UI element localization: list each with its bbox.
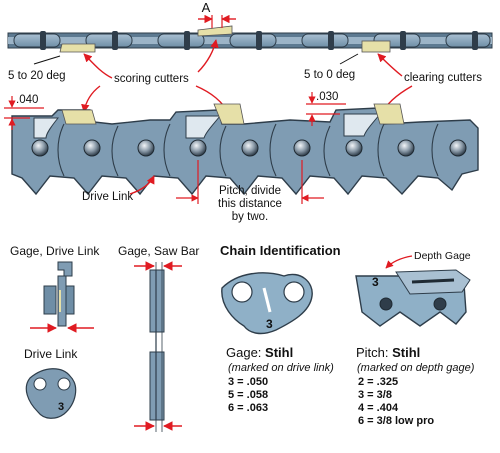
id-cutter-number: 3 — [372, 275, 379, 289]
gage-saw-bar-figure — [134, 261, 182, 432]
id-cutter-figure — [355, 269, 471, 327]
drive-link-small-figure — [25, 368, 77, 419]
drive-link-small-number: 3 — [58, 401, 64, 413]
depth-gage-leader — [385, 255, 413, 269]
clearing-cutters-label: clearing cutters — [404, 72, 482, 84]
pitch-brand: Stihl — [392, 345, 420, 360]
id-drive-link-number: 3 — [266, 317, 273, 331]
chain-identification-title: Chain Identification — [220, 243, 341, 258]
pitch-label-line2: this distance — [218, 198, 282, 210]
chain-side-link-seams — [57, 123, 439, 177]
chain-top-links — [13, 33, 491, 48]
top-scoring-cutter-left — [59, 43, 96, 53]
side-cutter-gullet-left — [33, 117, 60, 139]
gage-note: (marked on drive link) — [228, 362, 334, 374]
gage-heading: Gage: Stihl — [226, 345, 293, 360]
gage-heading-prefix: Gage: — [226, 345, 265, 360]
side-scoring-cutter-mid — [213, 103, 245, 125]
gage-drive-link-figure — [30, 261, 94, 333]
chain-side-view — [11, 103, 479, 196]
depth-right-label: .030 — [316, 91, 338, 103]
pitch-heading-prefix: Pitch: — [356, 345, 392, 360]
depth-left-label: .040 — [16, 94, 38, 106]
dimension-a-label: A — [202, 0, 211, 15]
drive-link-leader — [129, 175, 155, 195]
pitch-row-1: 2 = .325 — [358, 376, 398, 388]
top-clearing-cutter — [361, 40, 391, 53]
gage-row-1: 3 = .050 — [228, 376, 268, 388]
gage-row-2: 5 = .058 — [228, 389, 268, 401]
pitch-label-line1: Pitch, divide — [219, 185, 281, 197]
pitch-note: (marked on depth gage) — [357, 362, 475, 374]
depth-marker-right — [306, 92, 346, 126]
depth-marker-left — [4, 96, 44, 130]
angle-right-line — [339, 53, 359, 65]
top-scoring-cutter-mid — [197, 25, 233, 37]
gage-saw-bar-title: Gage, Saw Bar — [118, 244, 199, 258]
pitch-row-3: 4 = .404 — [358, 402, 399, 414]
angle-left-line — [33, 55, 61, 65]
side-clearing-cutter — [373, 103, 405, 125]
dimension-a-marker — [198, 14, 236, 28]
pitch-heading: Pitch: Stihl — [356, 345, 420, 360]
pitch-dimension — [176, 160, 324, 204]
scoring-cutters-label: scoring cutters — [114, 73, 189, 85]
chain-side-rivets — [31, 139, 467, 157]
chain-top-rivets — [40, 31, 478, 50]
gage-drive-link-title: Gage, Drive Link — [10, 244, 100, 258]
pitch-row-4: 6 = 3/8 low pro — [358, 415, 434, 427]
gage-row-3: 6 = .063 — [228, 402, 268, 414]
id-drive-link-figure — [221, 272, 313, 335]
gage-brand: Stihl — [265, 345, 293, 360]
pitch-row-2: 3 = 3/8 — [358, 389, 392, 401]
drive-link-label: Drive Link — [82, 191, 133, 203]
side-scoring-cutter-left — [61, 109, 97, 125]
pitch-label-line3: by two. — [232, 211, 268, 223]
drive-link-small-title: Drive Link — [24, 347, 78, 361]
chain-top-view: A — [7, 0, 493, 65]
angle-right-label: 5 to 0 deg — [304, 69, 355, 81]
angle-left-label: 5 to 20 deg — [8, 70, 66, 82]
depth-gage-label: Depth Gage — [414, 250, 471, 262]
